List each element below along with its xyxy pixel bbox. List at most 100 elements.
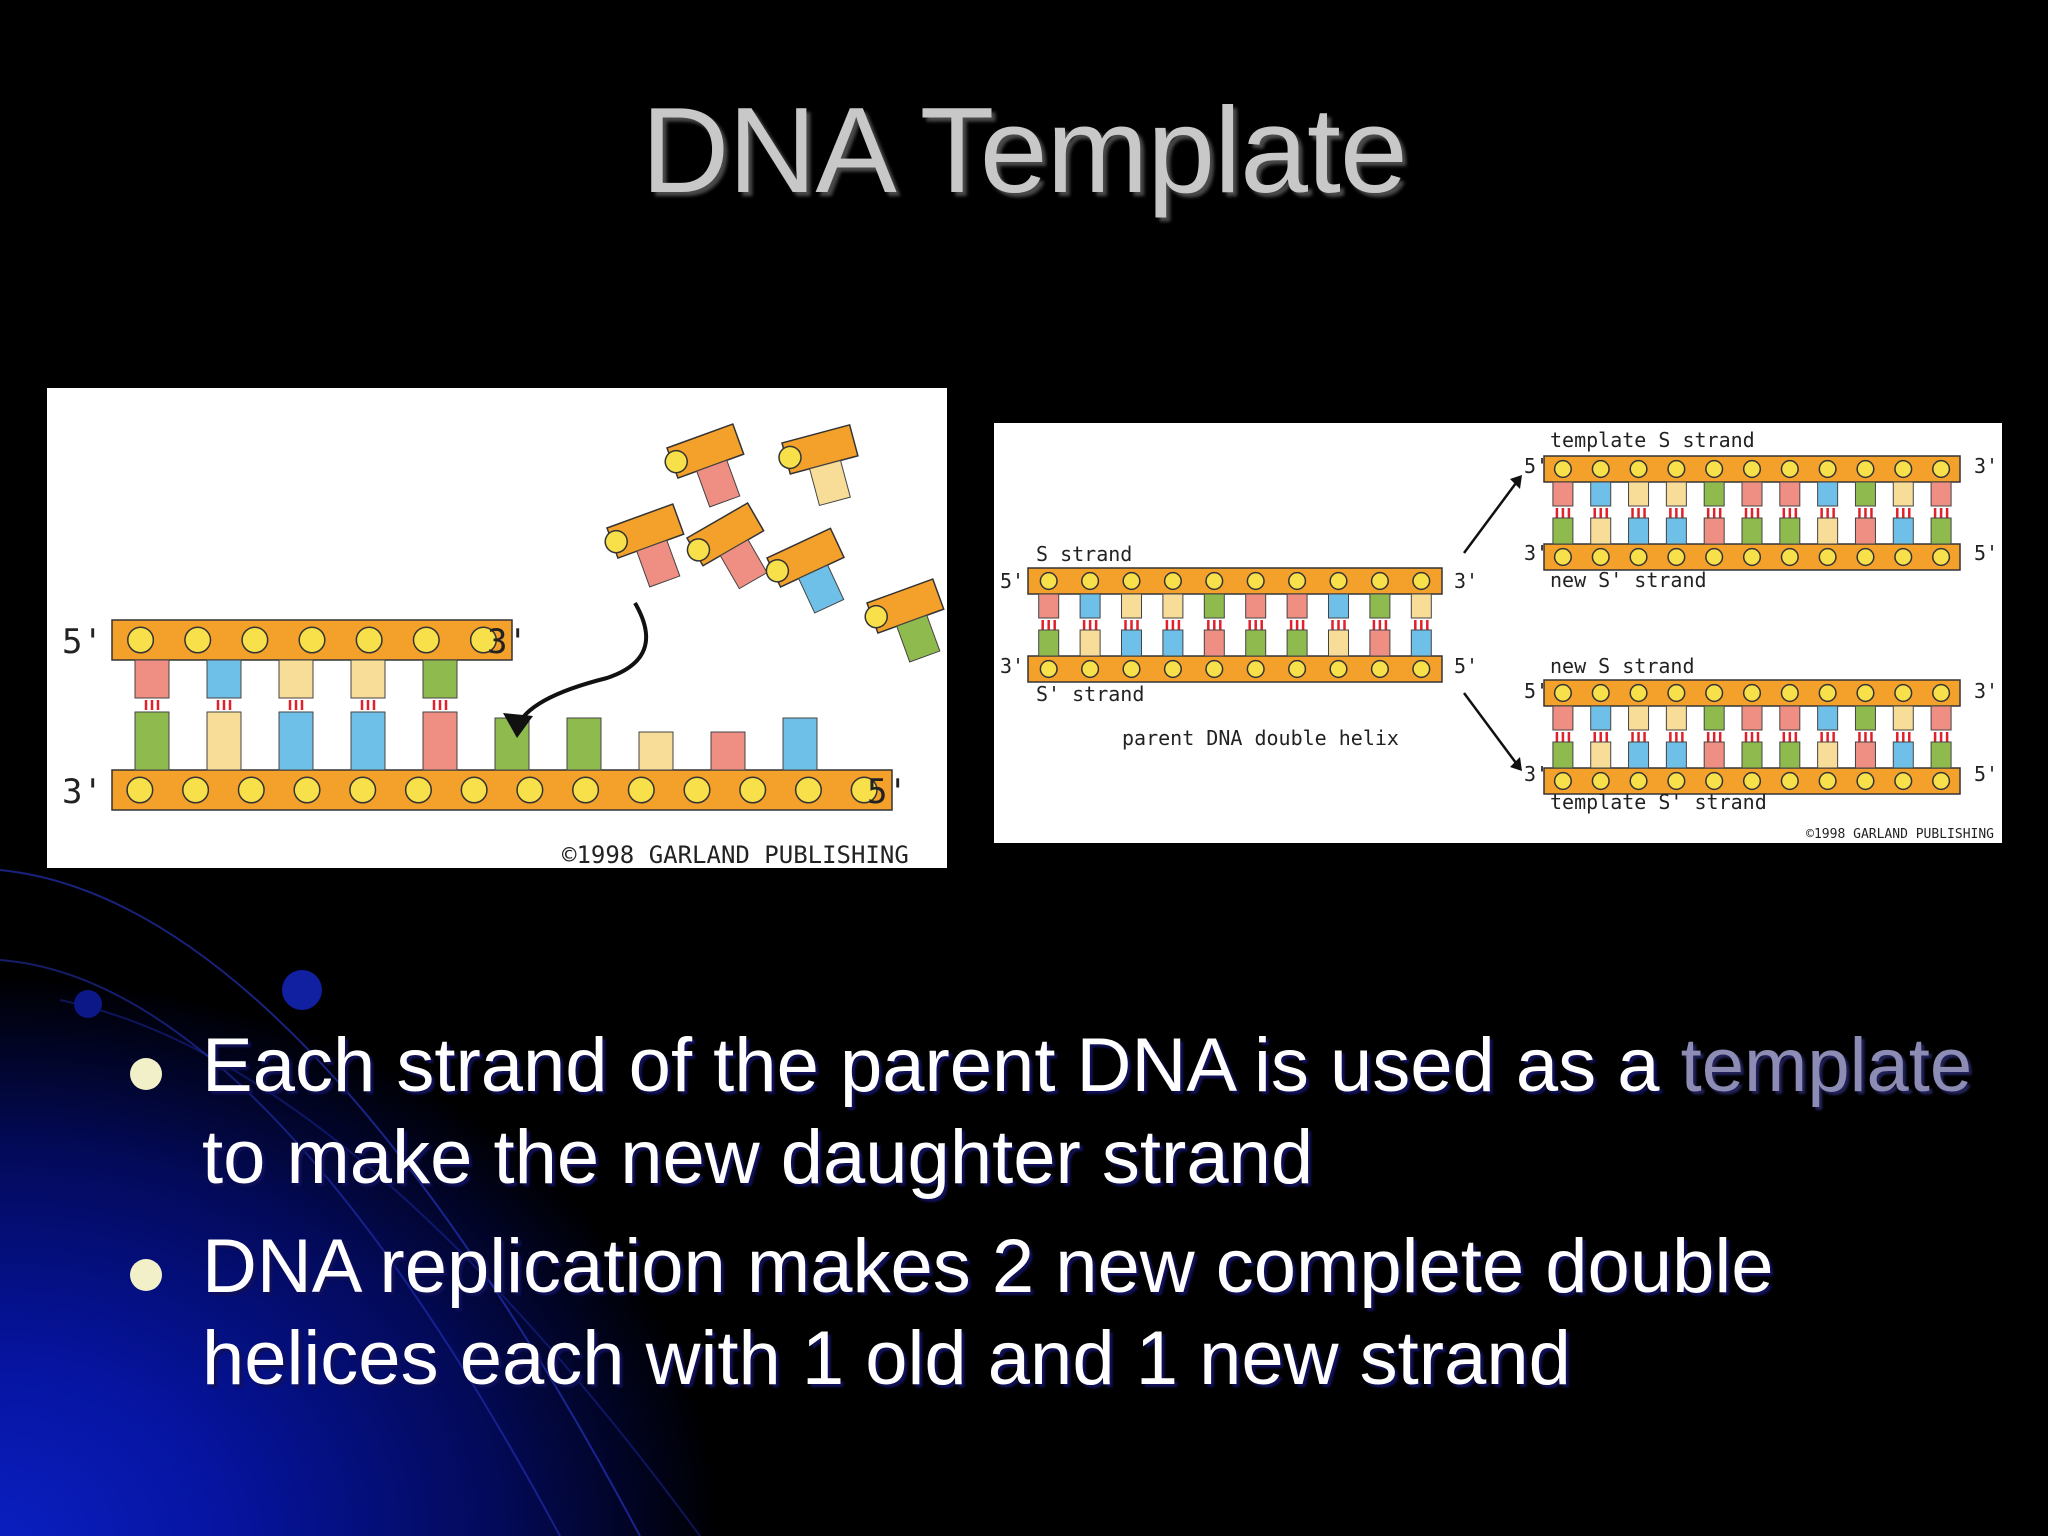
phosphate-group xyxy=(355,626,383,654)
unpaired-template-base xyxy=(638,731,674,771)
label-s-strand: S strand xyxy=(1036,542,1132,566)
new-s-prime-strand-backbone xyxy=(1543,543,1961,571)
phosphate-group xyxy=(1667,547,1686,567)
phosphate-group xyxy=(1932,771,1951,791)
upper-base xyxy=(1854,481,1876,507)
phosphate-group xyxy=(237,776,265,804)
upper-base xyxy=(1930,705,1952,731)
free-nucleotide xyxy=(685,501,768,590)
phosphate-group xyxy=(1163,571,1182,591)
lower-base xyxy=(1665,741,1687,769)
arrow-head xyxy=(503,713,533,738)
figure-nucleotide-addition: 5'3'3'5'©1998 GARLAND PUBLISHING xyxy=(47,388,947,868)
upper-base xyxy=(1552,481,1574,507)
bullet-item-2: DNA replication makes 2 new complete dou… xyxy=(130,1221,1990,1405)
lower-base xyxy=(1245,629,1267,657)
lower-base xyxy=(1038,629,1060,657)
phosphate-group xyxy=(1591,683,1610,703)
label-top-5-prime: 5' xyxy=(62,622,103,662)
phosphate-group xyxy=(1780,771,1799,791)
upper-base xyxy=(1854,705,1876,731)
upper-base xyxy=(1079,593,1101,619)
template-s-strand-backbone xyxy=(1543,455,1961,483)
label-new-s-prime-strand: new S' strand xyxy=(1550,568,1707,592)
phosphate-group xyxy=(1629,683,1648,703)
lower-base xyxy=(1892,517,1914,545)
phosphate-group xyxy=(1742,459,1762,479)
upper-base xyxy=(1162,593,1184,619)
lower-base xyxy=(278,711,314,771)
label-bottom-3-prime: 3' xyxy=(1974,679,1998,703)
free-nucleotide xyxy=(604,503,685,588)
nucleotide-phosphate xyxy=(765,559,790,583)
phosphate-group xyxy=(1780,459,1799,479)
upper-base xyxy=(1741,481,1763,507)
label-parent-5-prime-top: 5' xyxy=(1000,569,1024,593)
phosphate-group xyxy=(1553,547,1572,567)
parent-s-strand-backbone xyxy=(1027,567,1443,595)
nucleotide-phosphate xyxy=(864,604,888,629)
phosphate-group xyxy=(1629,459,1648,479)
phosphate-group xyxy=(1894,459,1913,479)
label-top-3-prime: 3' xyxy=(487,622,528,662)
arrow-down-head xyxy=(1510,757,1522,771)
phosphate-group xyxy=(1288,571,1307,591)
phosphate-group xyxy=(293,776,321,804)
upper-base xyxy=(1590,705,1612,731)
phosphate-group xyxy=(1780,683,1799,703)
label-bottom-3-prime-lower: 3' xyxy=(1524,762,1548,786)
lower-base xyxy=(1369,629,1391,657)
bullet-dot xyxy=(130,1259,162,1291)
phosphate-group xyxy=(1329,571,1348,591)
phosphate-group xyxy=(739,776,767,804)
phosphate-group xyxy=(683,776,711,804)
phosphate-group xyxy=(404,776,432,804)
nucleotide-base xyxy=(696,459,741,508)
phosphate-group xyxy=(1780,547,1799,567)
label-new-s-strand: new S strand xyxy=(1550,654,1695,678)
template-top-strand-backbone xyxy=(111,619,513,661)
phosphate-group xyxy=(1742,771,1762,791)
phosphate-group xyxy=(127,626,155,654)
upper-base xyxy=(1121,593,1142,619)
phosphate-group xyxy=(1818,547,1837,567)
phosphate-group xyxy=(1856,547,1875,567)
upper-base xyxy=(1286,593,1308,619)
upper-base xyxy=(1892,481,1914,507)
upper-base xyxy=(134,659,170,699)
lower-base xyxy=(1410,629,1432,657)
phosphate-group xyxy=(1370,571,1389,591)
free-nucleotide xyxy=(864,578,945,663)
phosphate-group xyxy=(1667,459,1686,479)
phosphate-group xyxy=(1705,683,1724,703)
phosphate-group xyxy=(1894,771,1913,791)
arrow-up xyxy=(1462,482,1518,554)
phosphate-group xyxy=(469,626,497,654)
lower-base xyxy=(1628,741,1650,769)
phosphate-group xyxy=(1246,659,1265,679)
lower-base xyxy=(1741,517,1763,545)
bullet-1-text-start: Each strand of the parent DNA is used as… xyxy=(202,1023,1681,1108)
phosphate-group xyxy=(1932,459,1951,479)
phosphate-group xyxy=(1705,771,1724,791)
lower-base xyxy=(1286,629,1308,657)
phosphate-group xyxy=(1412,659,1431,679)
sugar-phosphate-backbone xyxy=(111,769,893,811)
parent-s-prime-strand-backbone xyxy=(1027,655,1443,683)
lower-base xyxy=(1930,741,1952,769)
phosphate-group xyxy=(1246,571,1265,591)
phosphate-group xyxy=(1856,459,1875,479)
phosphate-group xyxy=(1667,683,1686,703)
phosphate-group xyxy=(794,776,822,804)
phosphate-group xyxy=(1122,659,1141,679)
upper-base xyxy=(1930,481,1952,507)
label-parent-5-prime-bottom: 5' xyxy=(1454,654,1478,678)
nucleotide-base xyxy=(719,539,768,590)
upper-base xyxy=(1703,481,1725,507)
lower-base xyxy=(1590,517,1612,545)
upper-base xyxy=(1779,705,1801,731)
label-bottom-3-prime: 3' xyxy=(62,772,103,812)
phosphate-group xyxy=(1039,571,1058,591)
